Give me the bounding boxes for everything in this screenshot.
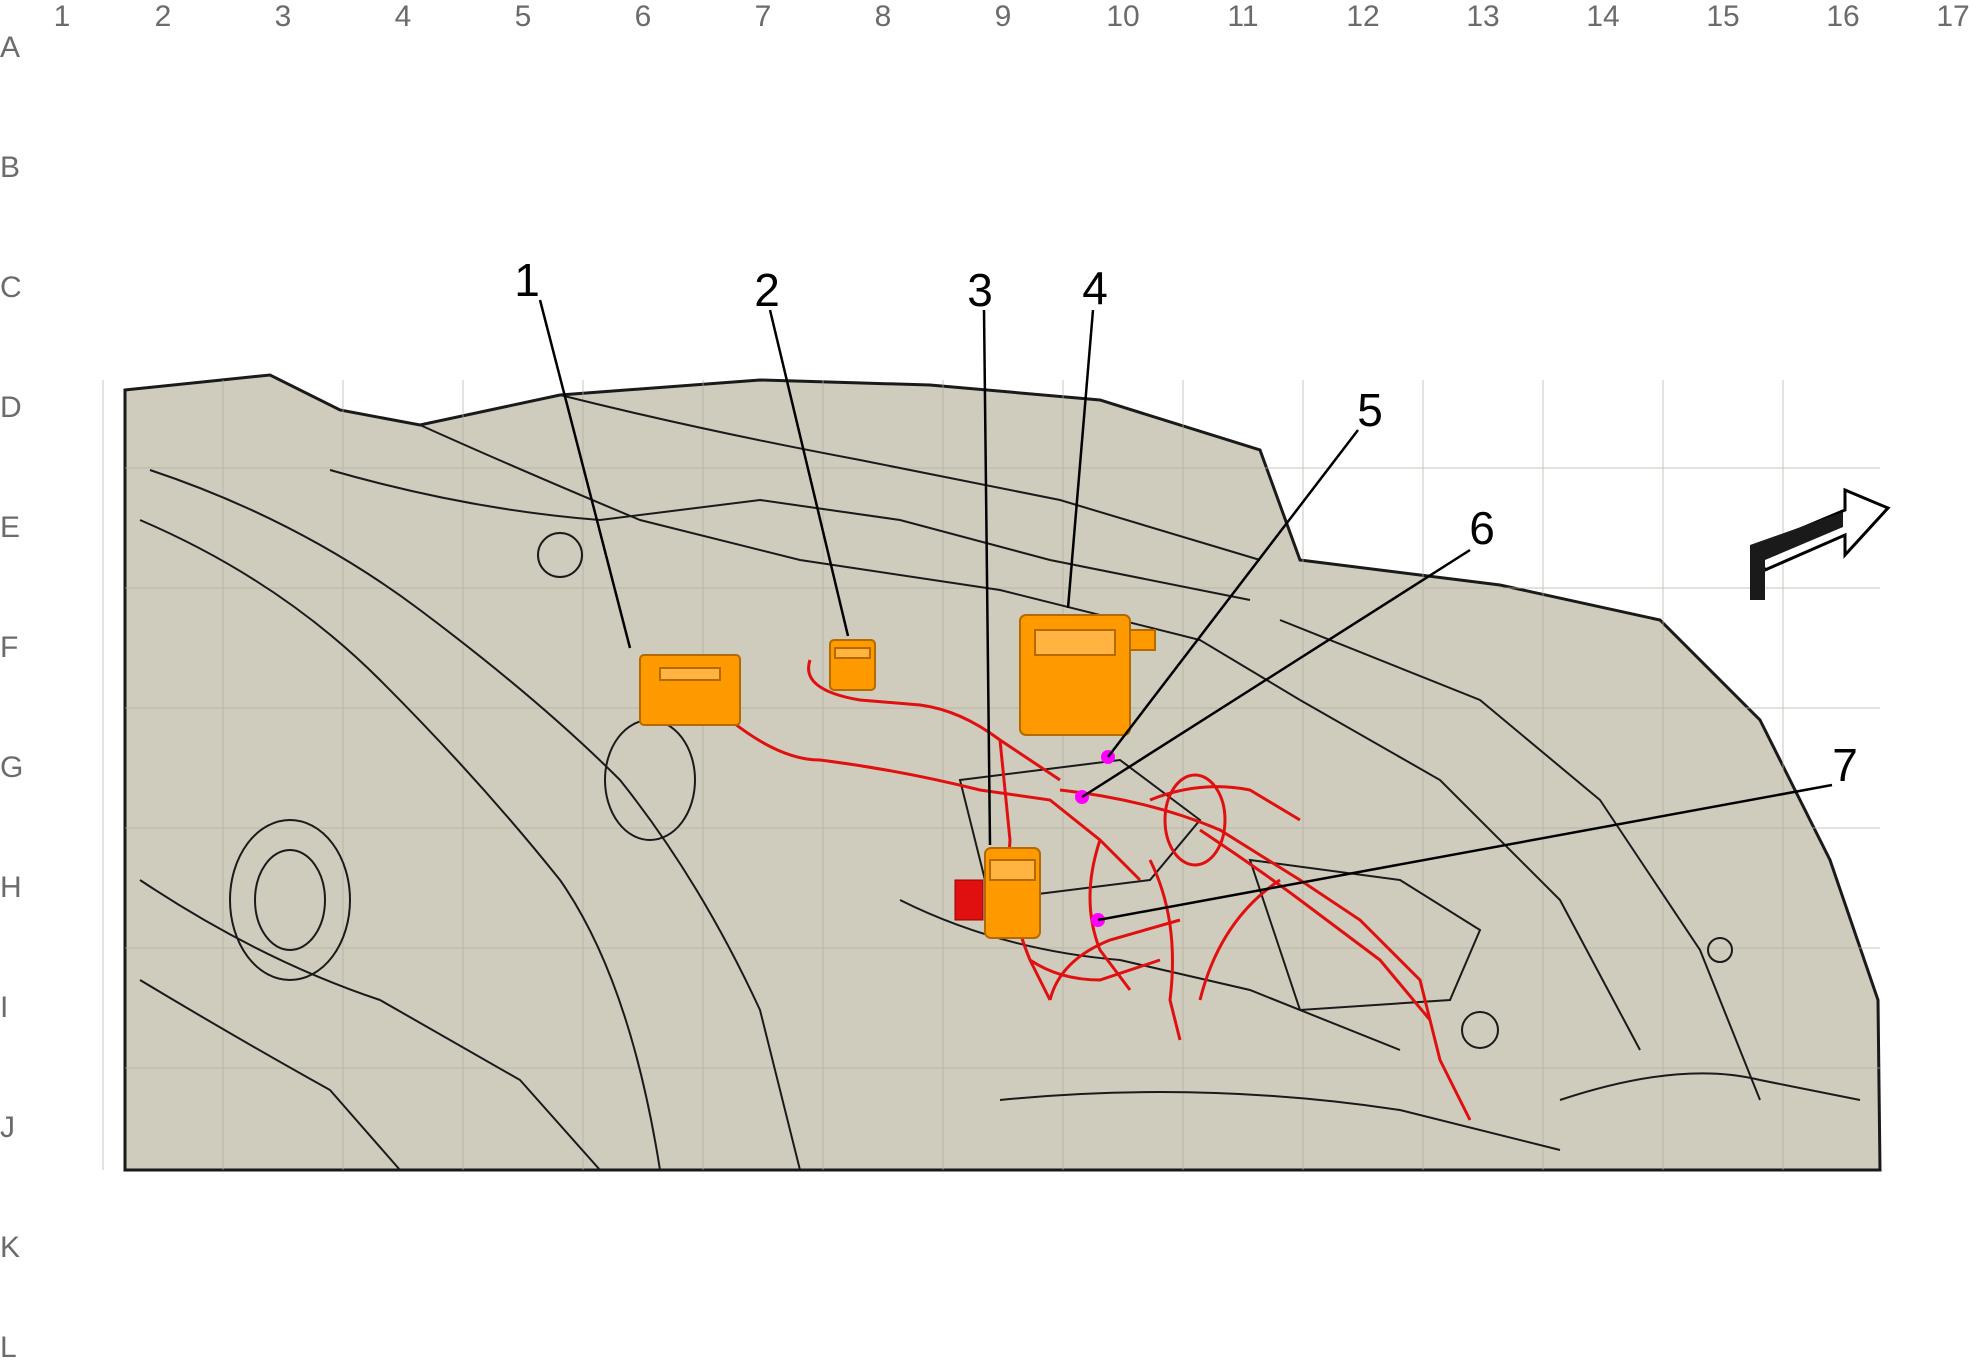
grid-row-label: J <box>0 1111 15 1144</box>
structure-lines <box>139 394 1861 1171</box>
grid-column-label: 6 <box>634 0 652 33</box>
grid-column-label: 15 <box>1706 0 1740 33</box>
grid-row-label: H <box>0 871 22 904</box>
grid-column-label: 10 <box>1106 0 1140 33</box>
wiring-harness <box>729 659 1472 1121</box>
grid-lines <box>102 380 1880 1170</box>
grid-row-label: D <box>0 391 22 424</box>
grid-row-label: I <box>0 991 9 1024</box>
callout-3: 3 <box>967 264 993 316</box>
grid-column-label: 17 <box>1936 0 1970 33</box>
grid-column-label: 4 <box>394 0 412 33</box>
grid-row-label: C <box>0 271 22 304</box>
grid-column-label: 9 <box>994 0 1012 33</box>
grid-row-label: F <box>0 631 19 664</box>
grid-row-label: E <box>0 511 21 544</box>
grid-column-label: 8 <box>874 0 892 33</box>
callout-5: 5 <box>1357 384 1383 436</box>
grid-column-label: 11 <box>1227 0 1259 33</box>
grid-row-label: B <box>0 151 21 184</box>
grid-row-label: A <box>0 31 21 64</box>
grid-column-label: 5 <box>514 0 532 33</box>
grid-column-label: 14 <box>1586 0 1620 33</box>
callout-1: 1 <box>514 254 540 306</box>
grid-row-label: K <box>0 1231 21 1264</box>
diagram-art <box>102 299 1891 1172</box>
grid-column-label: 7 <box>754 0 772 33</box>
grid-column-label: 3 <box>274 0 292 33</box>
component-1 <box>639 654 741 726</box>
grid-column-label: 1 <box>53 0 71 33</box>
callout-4: 4 <box>1082 262 1108 314</box>
grid-column-label: 2 <box>154 0 172 33</box>
callout-7: 7 <box>1832 739 1858 791</box>
grid-column-label: 16 <box>1826 0 1860 33</box>
grid-row-label: G <box>0 751 24 784</box>
grid-column-label: 12 <box>1346 0 1380 33</box>
red-connector <box>954 879 984 921</box>
grid-column-label: 13 <box>1466 0 1500 33</box>
callout-6: 6 <box>1469 502 1495 554</box>
component-connectors <box>639 614 1156 939</box>
direction-arrow-icon <box>1750 487 1891 600</box>
leader-lines <box>538 299 1833 922</box>
grid-row-label: L <box>0 1331 17 1364</box>
callout-2: 2 <box>754 264 780 316</box>
